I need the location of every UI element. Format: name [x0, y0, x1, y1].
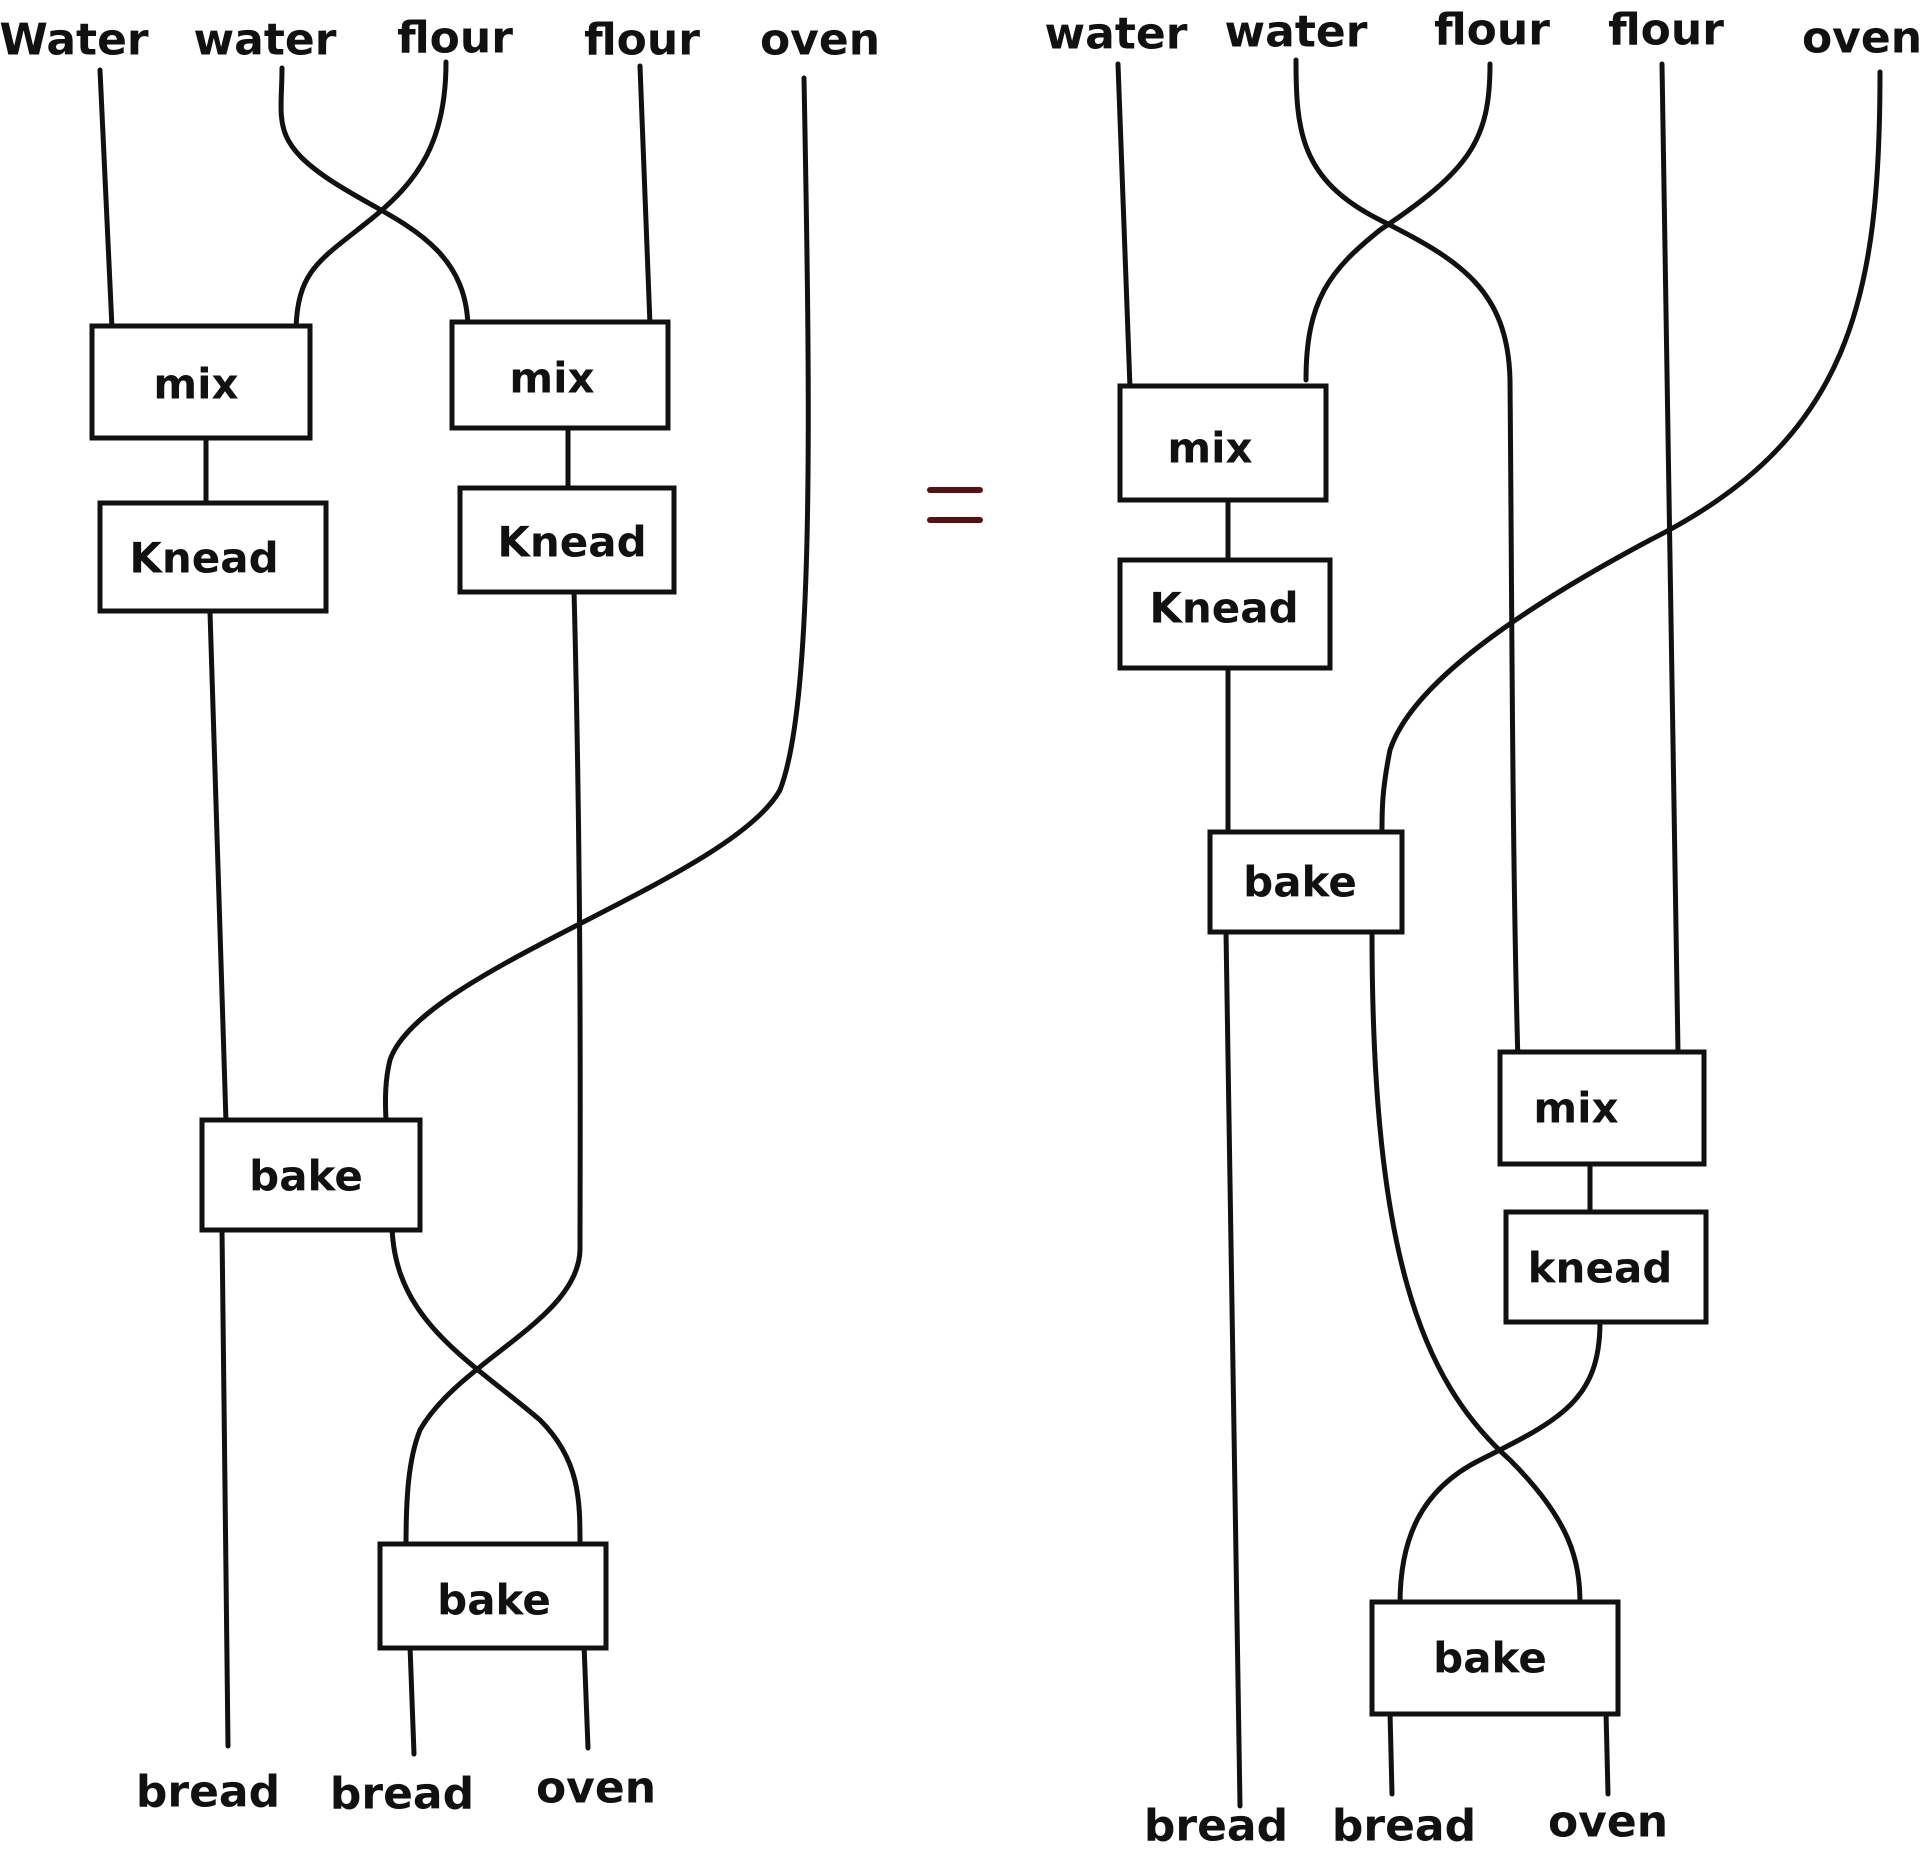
wire [1387, 1709, 1395, 1797]
wire [219, 1227, 231, 1749]
wire [383, 75, 811, 1123]
knead-box-label: Knead [129, 534, 278, 583]
knead-box-label: Knead [497, 518, 646, 567]
bake-box [377, 1541, 609, 1651]
mix-box-label: mix [153, 360, 238, 409]
right-diagram: mix Knead bake mix knead bake water wate… [1045, 5, 1923, 1852]
wire [97, 67, 115, 331]
knead-box-label: Knead [1149, 584, 1298, 633]
wire [407, 1643, 417, 1757]
input-label: water [194, 15, 337, 66]
wire [1303, 61, 1493, 383]
output-label: bread [1332, 1801, 1476, 1852]
wire [403, 587, 583, 1549]
left-diagram: mix mix Knead Knead bake bake Water wate… [0, 13, 880, 1820]
knead-box [97, 500, 329, 614]
input-label: water [1045, 9, 1188, 60]
wire [207, 609, 229, 1125]
equals-sign [927, 487, 983, 523]
wire [293, 59, 449, 331]
mix-box [449, 319, 671, 431]
input-label: flour [1434, 5, 1550, 56]
input-label: flour [397, 13, 513, 64]
output-label: bread [330, 1769, 474, 1820]
knead-box [1117, 557, 1333, 671]
mix-box [1117, 383, 1329, 503]
input-label: Water [0, 15, 149, 66]
wire [1397, 1319, 1603, 1607]
wire [1223, 929, 1243, 1809]
input-label: flour [584, 15, 700, 66]
knead-box [1503, 1209, 1709, 1325]
bake-box [1369, 1599, 1621, 1717]
input-label: oven [760, 15, 880, 66]
wire [278, 65, 471, 333]
bake-box [199, 1117, 423, 1233]
wire [1369, 929, 1583, 1607]
mix-box-label: mix [1533, 1084, 1618, 1133]
mix-box [89, 323, 313, 441]
mix-box-label: mix [509, 354, 594, 403]
wire [1659, 61, 1681, 1055]
wire [1379, 69, 1883, 833]
output-label: bread [1144, 1801, 1288, 1852]
wire [389, 1219, 583, 1549]
knead-box [457, 485, 677, 595]
mix-box [1497, 1049, 1707, 1167]
wire [581, 1641, 591, 1751]
input-label: flour [1608, 5, 1724, 56]
output-label: oven [1548, 1797, 1668, 1848]
bake-box-label: bake [1433, 1634, 1547, 1683]
bake-box-label: bake [249, 1152, 363, 1201]
mix-box-label: mix [1167, 424, 1252, 473]
bake-box-label: bake [437, 1576, 551, 1625]
knead-box-label: knead [1528, 1244, 1673, 1293]
input-label: oven [1802, 13, 1922, 64]
bake-box-label: bake [1243, 858, 1357, 907]
input-label: water [1225, 7, 1368, 58]
wire [1293, 57, 1521, 1065]
wire [1603, 1709, 1611, 1797]
wire [637, 63, 653, 328]
bake-box [1207, 829, 1405, 935]
output-label: oven [536, 1763, 656, 1814]
output-label: bread [136, 1767, 280, 1818]
wire [1115, 61, 1133, 391]
